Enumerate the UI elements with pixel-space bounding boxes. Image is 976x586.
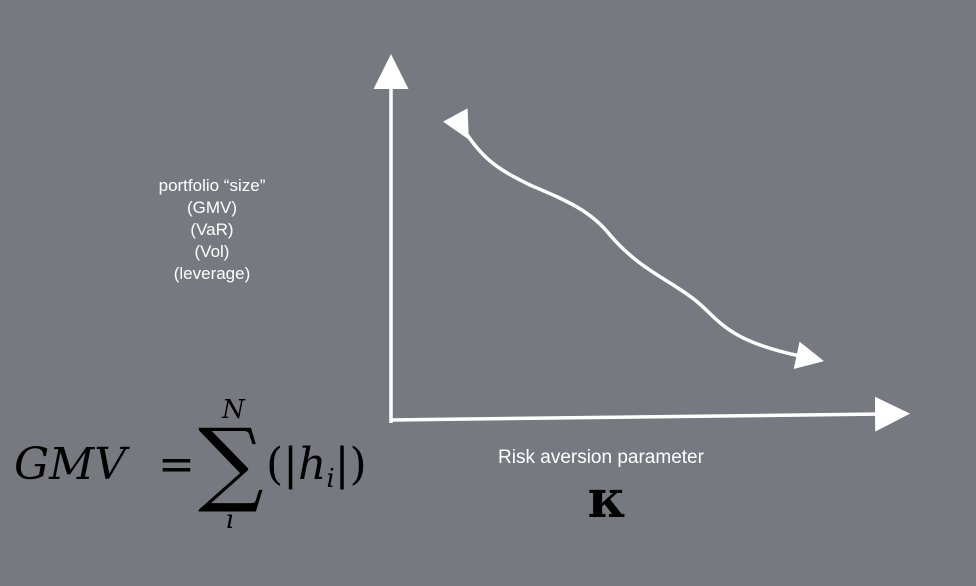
rhs-h-subscript: i	[326, 464, 335, 494]
formula-lhs: GMV	[14, 439, 126, 490]
gmv-formula: GMV = N ∑ i (|hi|)	[10, 395, 370, 545]
formula-rhs: (|hi|)	[266, 439, 367, 494]
y-axis-label: portfolio “size” (GMV) (VaR) (Vol) (leve…	[112, 175, 312, 285]
x-axis-label: Risk aversion parameter	[498, 447, 704, 468]
sum-upper-limit: N	[222, 395, 245, 425]
rhs-close: |)	[334, 439, 367, 490]
sum-symbol: ∑	[198, 409, 264, 516]
y-axis-label-line: (Vol)	[194, 242, 230, 261]
y-axis-label-line: (leverage)	[173, 264, 251, 283]
rhs-h: h	[298, 439, 327, 490]
y-axis-label-line: (VaR)	[190, 220, 234, 239]
x-axis-line	[389, 396, 910, 432]
risk-curve	[443, 108, 824, 369]
formula-equals: =	[158, 439, 195, 490]
y-axis-label-line: (GMV)	[186, 198, 238, 217]
y-axis-label-line: portfolio “size”	[158, 176, 266, 195]
kappa-symbol: κ	[587, 469, 627, 530]
rhs-open: (|	[266, 439, 298, 490]
sum-lower-limit: i	[226, 505, 235, 535]
